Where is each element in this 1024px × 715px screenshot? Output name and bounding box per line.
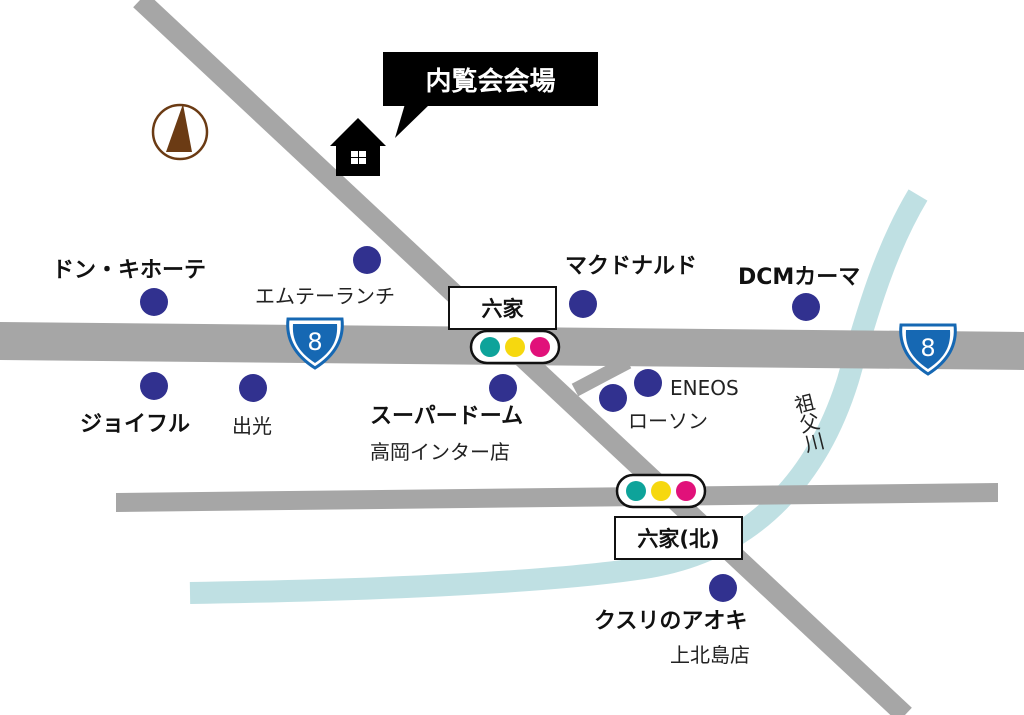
landmark-dot-joyfull <box>140 372 168 400</box>
landmark-label-dcm: DCMカーマ <box>738 265 861 290</box>
landmark-label-superdome: スーパードーム <box>370 404 524 429</box>
route-shield-left: 8 <box>286 317 344 370</box>
intersection-label-rokka-kita: 六家(北) <box>614 516 743 560</box>
landmark-label-eneos: ENEOS <box>670 376 739 400</box>
landmark-dot-idemitsu <box>239 374 267 402</box>
landmark-label-aoki: クスリのアオキ <box>594 609 748 634</box>
landmark-dot-aoki <box>709 574 737 602</box>
branch-road <box>571 355 632 397</box>
landmark-dot-mcdonalds <box>569 290 597 318</box>
callout-pointer <box>395 104 430 138</box>
landmark-dot-dcm <box>792 293 820 321</box>
intersection-label-rokka: 六家 <box>448 286 557 330</box>
traffic-signal-rokka-kita <box>615 473 707 509</box>
north-arrow-icon <box>151 103 209 161</box>
landmark-label-donkihote: ドン・キホーテ <box>52 258 207 283</box>
venue-callout: 内覧会会場 <box>383 52 598 106</box>
landmark-sublabel-aoki: 上北島店 <box>670 643 750 667</box>
landmark-dot-lawson <box>599 384 627 412</box>
landmark-dot-eneos <box>634 369 662 397</box>
landmark-dot-donkihote <box>140 288 168 316</box>
landmark-label-joyfull: ジョイフル <box>80 412 191 437</box>
landmark-dot-superdome <box>489 374 517 402</box>
traffic-signal-rokka <box>469 329 561 365</box>
landmark-sublabel-superdome: 高岡インター店 <box>370 440 510 464</box>
landmark-dot-mteranch <box>353 246 381 274</box>
route-number: 8 <box>307 328 322 356</box>
route-shield-right: 8 <box>899 323 957 376</box>
house-icon <box>330 118 386 176</box>
landmark-label-lawson: ローソン <box>628 409 708 433</box>
landmark-label-mteranch: エムテーランチ <box>255 284 395 308</box>
lower-road <box>116 483 998 512</box>
landmark-label-mcdonalds: マクドナルド <box>565 254 698 279</box>
landmark-label-idemitsu: 出光 <box>232 414 272 438</box>
route-number: 8 <box>920 334 935 362</box>
